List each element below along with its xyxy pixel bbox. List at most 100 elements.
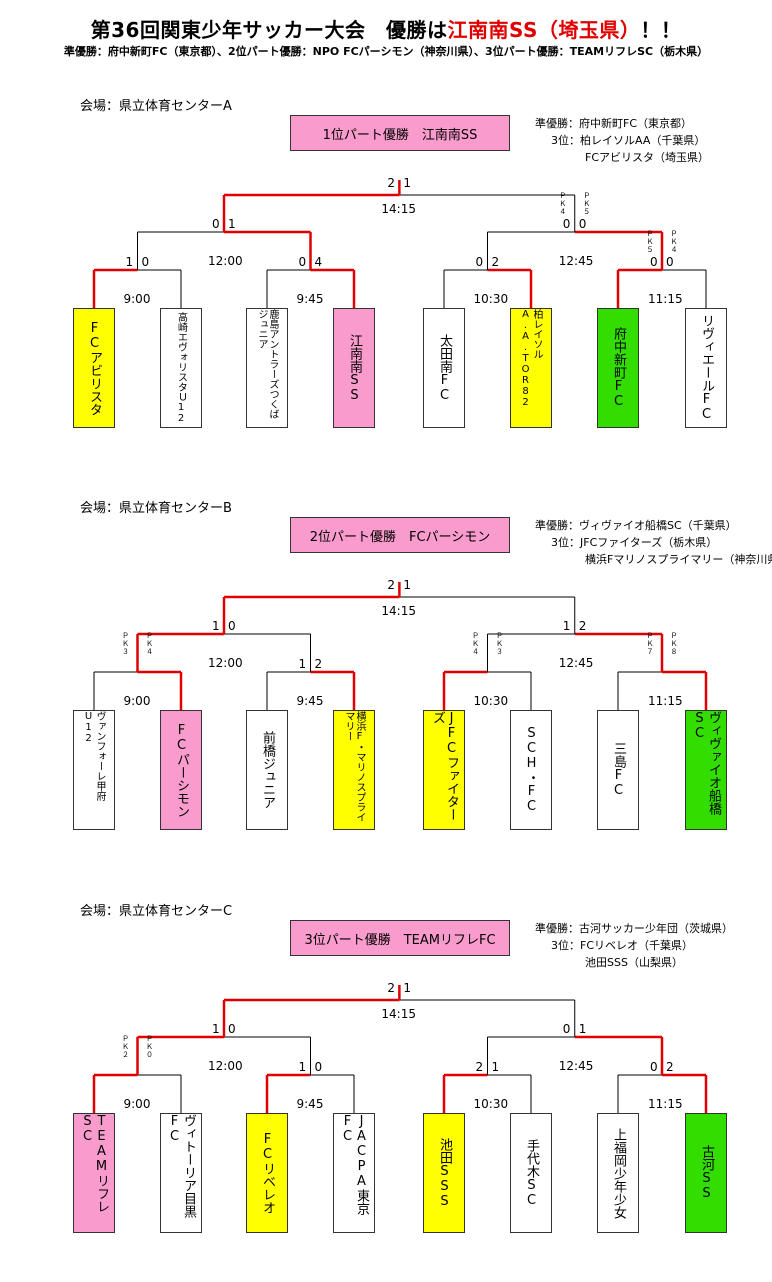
pk-score: ＰＫ３	[122, 632, 129, 656]
result-line: 準優勝：ヴィヴァイオ船橋SC（千葉県）	[535, 519, 737, 532]
champion-box: 1位パート優勝 江南南SS	[290, 115, 510, 151]
team-box: 江南南SS	[333, 308, 375, 428]
team-box: ヴァンフォーレ甲府U12	[73, 710, 115, 830]
score: 1	[298, 657, 307, 671]
team-box: TEAMリフレSC	[73, 1113, 115, 1233]
team-box: 横浜F・マリノスプライマリー	[333, 710, 375, 830]
venue-label: 会場：県立体育センターC	[80, 904, 233, 919]
score: 0	[666, 255, 674, 269]
score: 2	[387, 578, 396, 592]
score: 2	[475, 1060, 484, 1074]
score: 2	[491, 255, 500, 269]
team-box: JFCファイターズ	[423, 710, 465, 830]
team-box: 高崎エヴォリスタＵ12	[160, 308, 202, 428]
page-subtitle: 準優勝：府中新町FC（東京都）、2位パート優勝：NPO FCパーシモン（神奈川県…	[63, 45, 709, 58]
score: 1	[578, 1022, 587, 1036]
score: 2	[387, 981, 396, 995]
result-line: 準優勝：府中新町FC（東京都）	[535, 117, 693, 130]
bracket-section: 会場：県立体育センターA 1位パート優勝 江南南SS 準優勝：府中新町FC（東京都）…	[0, 95, 772, 455]
score: 1	[125, 255, 134, 269]
champion-box: 3位パート優勝 TEAMリフレFC	[290, 920, 510, 956]
team-box: 太田南FC	[423, 308, 465, 428]
score: 1	[212, 1022, 220, 1036]
time-label: 9:45	[296, 694, 324, 708]
time-label: 10:30	[473, 1097, 509, 1111]
team-box: FCパーシモン	[160, 710, 202, 830]
results-list: 準優勝：ヴィヴァイオ船橋SC（千葉県） 3位：JFCファイターズ（栃木県） 横浜Fマ…	[535, 517, 772, 568]
score: 0	[212, 217, 220, 231]
pk-score: ＰＫ２	[122, 1035, 129, 1059]
score: 1	[403, 981, 412, 995]
score: 4	[314, 255, 323, 269]
bracket-section: 会場：県立体育センターC 3位パート優勝 TEAMリフレFC 準優勝：古河サッカー少…	[0, 900, 772, 1260]
score: 0	[650, 1060, 658, 1074]
time-label: 9:45	[296, 1097, 324, 1111]
time-label: 9:00	[123, 694, 151, 708]
time-label: 12:45	[558, 1059, 594, 1073]
pk-score: ＰＫ８	[670, 632, 678, 656]
team-box: 手代木SC	[510, 1113, 552, 1233]
pk-score: ＰＫ３	[496, 632, 503, 656]
result-line: 3位：柏レイソルAA（千葉県）	[551, 134, 706, 147]
result-line: 準優勝：古河サッカー少年団（茨城県）	[535, 922, 733, 935]
time-label: 14:15	[381, 202, 416, 216]
time-label: 12:45	[558, 254, 594, 268]
time-label: 11:15	[648, 292, 683, 306]
venue-label: 会場：県立体育センターB	[80, 501, 232, 516]
score: 2	[578, 619, 587, 633]
score: 2	[314, 657, 323, 671]
team-box: 府中新町FC	[597, 308, 639, 428]
venue-label: 会場：県立体育センターA	[80, 99, 232, 114]
result-line: 横浜Fマリノスプライマリー（神奈川県）	[585, 553, 772, 566]
team-box: 古河SS	[685, 1113, 727, 1233]
team-box: 鹿島アントラーズつくばジュニア	[246, 308, 288, 428]
result-line: FCアビリスタ（埼玉県）	[585, 151, 710, 164]
bracket-lines	[93, 582, 708, 710]
pk-score: ＰＫ４	[472, 632, 479, 656]
time-label: 10:30	[473, 292, 509, 306]
team-box: FCリベレオ	[246, 1113, 288, 1233]
time-label: 12:00	[208, 1059, 243, 1073]
time-label: 12:45	[558, 656, 594, 670]
team-box: JACPA東京FC	[333, 1113, 375, 1233]
score: 1	[403, 578, 412, 592]
results-list: 準優勝：府中新町FC（東京都） 3位：柏レイソルAA（千葉県） FCアビリスタ（埼玉…	[535, 115, 709, 166]
pk-score: ＰＫ７	[646, 632, 654, 656]
result-line: 3位：FCリベレオ（千葉県）	[551, 939, 694, 952]
time-label: 14:15	[381, 1007, 416, 1021]
time-label: 14:15	[381, 604, 416, 618]
time-label: 11:15	[648, 1097, 683, 1111]
bracket-lines	[92, 985, 708, 1113]
team-box: 池田SSS	[423, 1113, 465, 1233]
team-box: 柏レイソルA.A.TOR82	[510, 308, 552, 428]
team-box: 前橋ジュニア	[246, 710, 288, 830]
time-label: 12:00	[208, 656, 243, 670]
time-label: 10:30	[473, 694, 509, 708]
score: 0	[562, 217, 571, 231]
pk-score: ＰＫ４	[670, 230, 678, 254]
score: 2	[387, 176, 396, 190]
score: 1	[228, 217, 236, 231]
team-box: SCH・FC	[510, 710, 552, 830]
score: 1	[403, 176, 412, 190]
pk-score: ＰＫ０	[146, 1035, 153, 1059]
score: 1	[491, 1060, 500, 1074]
time-label: 9:00	[123, 292, 151, 306]
score: 0	[298, 255, 307, 269]
time-label: 9:45	[296, 292, 324, 306]
team-box: 三島FC	[597, 710, 639, 830]
result-line: 池田SSS（山梨県）	[585, 956, 683, 969]
score: 0	[475, 255, 484, 269]
team-box: ヴィヴァイオ船橋SC	[685, 710, 727, 830]
pk-score: ＰＫ５	[646, 230, 654, 254]
score: 0	[228, 1022, 236, 1036]
score: 1	[212, 619, 220, 633]
champion-box: 2位パート優勝 FCパーシモン	[290, 517, 510, 553]
results-list: 準優勝：古河サッカー少年団（茨城県） 3位：FCリベレオ（千葉県） 池田SSS（山梨…	[535, 920, 733, 971]
score: 0	[314, 1060, 323, 1074]
score: 0	[228, 619, 236, 633]
score: 0	[562, 1022, 571, 1036]
score: 0	[650, 255, 658, 269]
result-line: 3位：JFCファイターズ（栃木県）	[551, 536, 718, 549]
